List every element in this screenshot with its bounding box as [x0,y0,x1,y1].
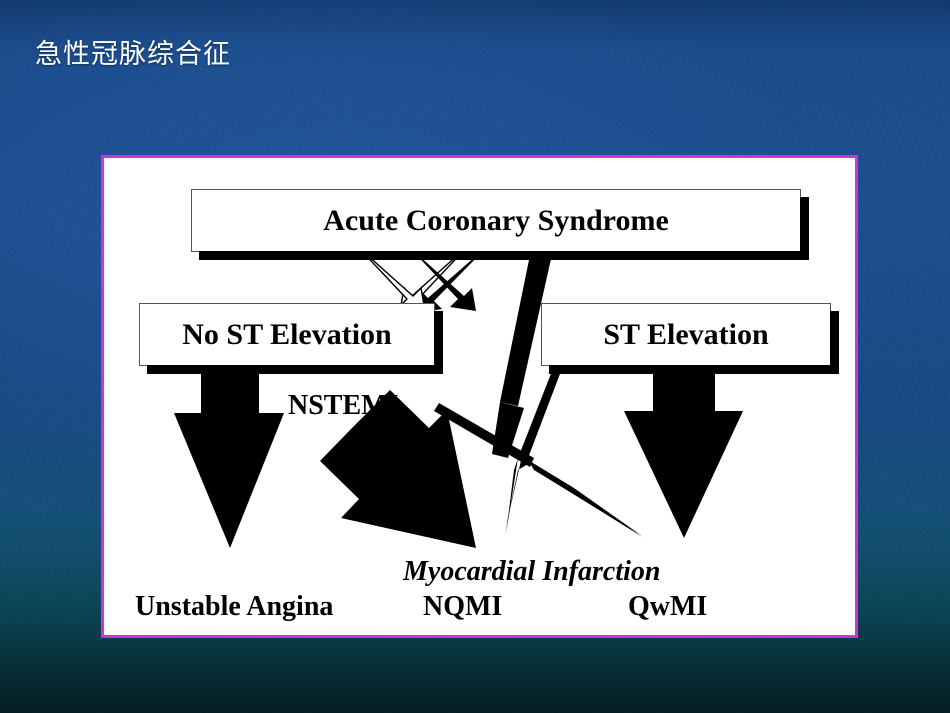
box-shadow-right [830,311,839,374]
label-nstemi: NSTEMI [288,390,399,421]
box-shadow-bottom [147,365,443,374]
label-unstable-angina: Unstable Angina [135,591,334,622]
box-shadow-right [800,197,809,260]
nstemi-to-nqmi-arrow-icon [320,390,476,548]
box-shadow-bottom [199,251,809,260]
box-acute-coronary-syndrome-label: Acute Coronary Syndrome [323,203,669,237]
acs-flowchart: Acute Coronary Syndrome No ST Elevation … [104,158,855,635]
acs-branch-arrows-layer [356,245,486,313]
box-no-st-elevation-label: No ST Elevation [182,317,392,351]
no-st-elevation-to-unstable-angina-arrow-icon [174,358,284,548]
box-st-elevation-label: ST Elevation [603,317,769,351]
box-st-elevation[interactable]: ST Elevation [541,303,839,374]
page-title: 急性冠脉综合征 [35,39,231,70]
box-shadow-bottom [549,365,839,374]
acs-to-st-elevation-arrow-shadow [408,246,476,311]
box-no-st-elevation[interactable]: No ST Elevation [139,303,443,374]
box-shadow-right [434,311,443,374]
st-elevation-to-qwmi-arrow-icon [624,358,743,538]
box-acute-coronary-syndrome[interactable]: Acute Coronary Syndrome [191,189,809,260]
acs-to-no-st-elevation-arrow-shadow [416,248,486,313]
diagram-panel: Acute Coronary Syndrome No ST Elevation … [101,155,858,638]
label-myocardial-infarction: Myocardial Infarction [403,556,661,587]
label-nqmi: NQMI [423,591,503,622]
label-qwmi: QwMI [628,591,708,622]
solid-arrows-layer [174,358,743,548]
